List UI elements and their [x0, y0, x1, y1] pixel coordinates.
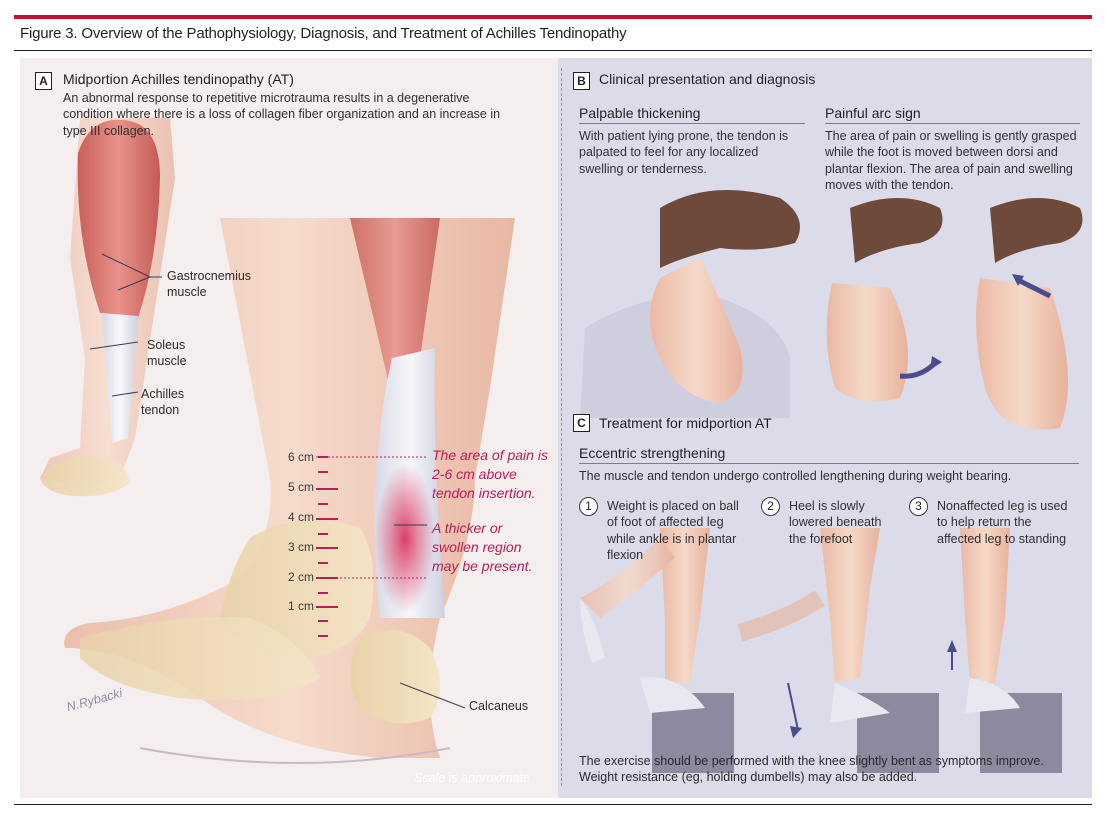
title-rule — [14, 50, 1092, 51]
main-ankle-illustration — [64, 218, 516, 764]
exercise-illustrations — [580, 528, 1062, 773]
label-calcaneus: Calcaneus — [469, 699, 529, 713]
palpation-illustrations — [580, 190, 1083, 430]
step-2-number: 2 — [761, 497, 780, 516]
scale-tick-1cm: 1 cm — [287, 599, 314, 613]
thicker-region-note: A thicker or swollen region may be prese… — [432, 520, 533, 574]
step-2-text: Heel is slowly lowered beneath the foref… — [789, 499, 882, 546]
painful-arc-text: The area of pain or swelling is gently g… — [825, 129, 1077, 192]
figure-panel: A Midportion Achilles tendinopathy (AT) … — [20, 58, 1092, 798]
scale-tick-4cm: 4 cm — [287, 510, 314, 524]
panel-b-title: Clinical presentation and diagnosis — [599, 71, 816, 87]
top-accent-bar — [14, 15, 1092, 19]
label-achilles: Achilles tendon — [141, 387, 185, 417]
panel-divider — [561, 68, 562, 786]
figure-title: Figure 3. Overview of the Pathophysiolog… — [20, 25, 627, 42]
step-3-text: Nonaffected leg is used to help return t… — [937, 499, 1068, 546]
panel-c-title: Treatment for midportion AT — [599, 415, 772, 431]
painful-arc-heading: Painful arc sign — [825, 105, 1080, 124]
scale-note: Scale is approximate — [414, 771, 531, 785]
scale-markers — [316, 456, 338, 637]
label-soleus: Soleus muscle — [147, 338, 187, 368]
scale-dotted — [316, 456, 427, 579]
panel-c-letter: C — [573, 414, 590, 432]
scale-tick-2cm: 2 cm — [287, 570, 314, 584]
palpable-text: With patient lying prone, the tendon is … — [579, 129, 789, 176]
panel-a-title: Midportion Achilles tendinopathy (AT) — [63, 71, 294, 87]
scale-tick-6cm: 6 cm — [287, 450, 314, 464]
small-leg-illustration — [40, 118, 175, 497]
bottom-rule — [14, 804, 1092, 805]
panel-a-description: An abnormal response to repetitive micro… — [63, 91, 501, 138]
step-1-number: 1 — [579, 497, 598, 516]
label-gastrocnemius: Gastrocnemius muscle — [167, 269, 252, 299]
panel-b-letter: B — [573, 72, 590, 90]
pain-area-note: The area of pain is 2-6 cm above tendon … — [432, 447, 548, 501]
label-leaders — [89, 253, 466, 709]
eccentric-intro: The muscle and tendon undergo controlled… — [579, 469, 1012, 483]
step-1-text: Weight is placed on ball of foot of affe… — [607, 499, 739, 562]
scale-tick-3cm: 3 cm — [287, 540, 314, 554]
eccentric-heading: Eccentric strengthening — [579, 445, 1079, 464]
panel-a-letter: A — [35, 72, 52, 90]
palpable-heading: Palpable thickening — [579, 105, 805, 124]
illustration-layer — [40, 118, 1083, 773]
exercise-footer: The exercise should be performed with th… — [579, 754, 1044, 785]
scale-tick-5cm: 5 cm — [287, 480, 314, 494]
step-3-number: 3 — [909, 497, 928, 516]
